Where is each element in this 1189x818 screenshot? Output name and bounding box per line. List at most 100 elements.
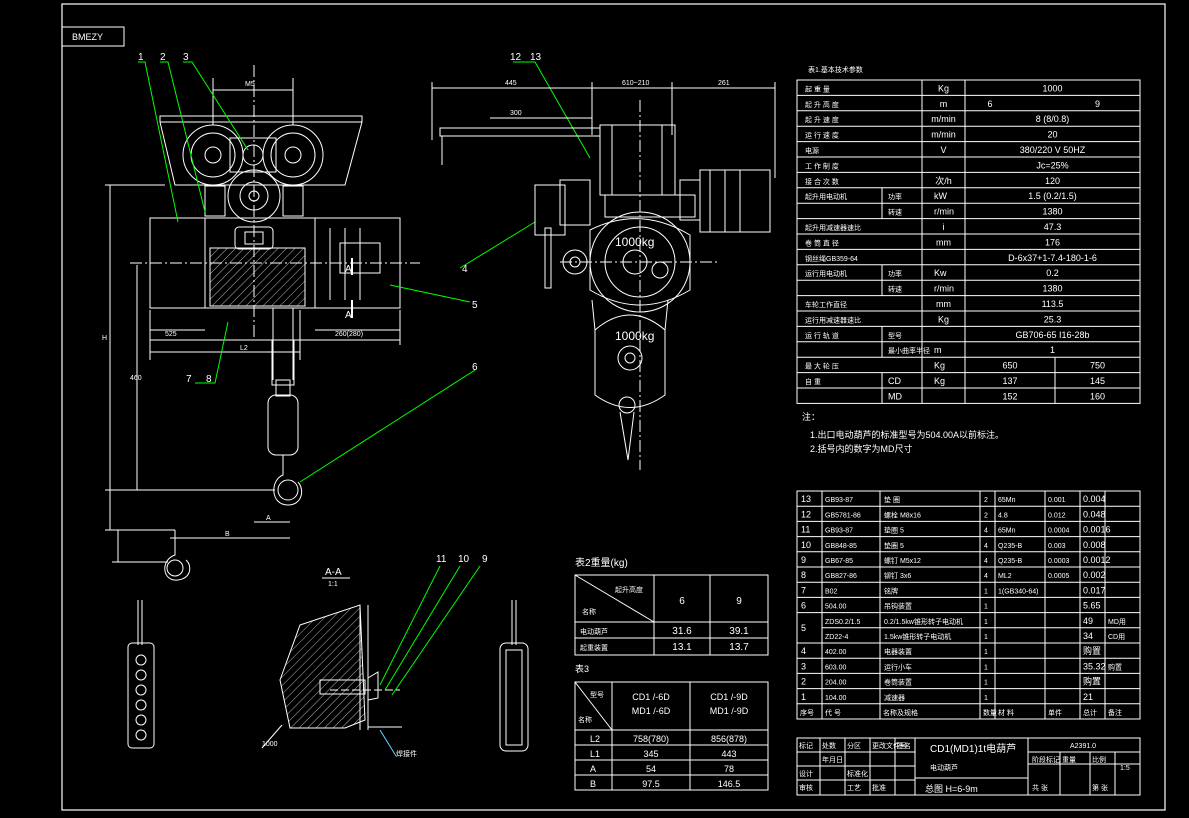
spec-value: 137 xyxy=(1002,376,1017,386)
parts-header: 单件 xyxy=(1048,708,1062,717)
part-number: 11 xyxy=(801,525,810,535)
spec-unit: m/min xyxy=(931,114,956,124)
part-name: 减速器 xyxy=(884,693,905,702)
side-label-1000kg-b: 1000kg xyxy=(615,329,654,343)
spec-unit: Kg xyxy=(934,361,945,371)
side-hook-block xyxy=(594,314,666,408)
weight-table-title: 表2重量(kg) xyxy=(575,556,628,569)
title-small-label: 第 张 xyxy=(1092,783,1108,792)
title-small-label: 比例 xyxy=(1092,755,1106,764)
title-small-label: 重量 xyxy=(1062,756,1076,764)
part-total-weight: 0.0012 xyxy=(1083,555,1111,565)
part-total-weight: 0.008 xyxy=(1083,540,1106,550)
title-small-label: 分区 xyxy=(847,741,861,750)
spec-unit: Kg xyxy=(938,83,949,93)
dim-top: M5 xyxy=(245,81,255,88)
title-small-label: 标准化 xyxy=(847,769,868,778)
spec-sub: 转速 xyxy=(888,208,902,217)
spec-unit: 次/h xyxy=(935,175,952,186)
dim-value: 78 xyxy=(724,764,734,774)
dim-row-label: A xyxy=(590,764,596,774)
dim-value: 146.5 xyxy=(718,779,741,789)
part-material: 65Mn xyxy=(998,528,1016,535)
part-material: ML2 xyxy=(998,573,1012,580)
spec-sub: 型号 xyxy=(888,331,902,340)
title-small-label: 更改文件号 xyxy=(872,741,907,750)
part-unit-weight: 0.0004 xyxy=(1048,528,1070,535)
callout-13: 13 xyxy=(530,52,542,63)
spec-value: 9 xyxy=(1095,99,1100,109)
spec-value: 380/220 V 50HZ xyxy=(1020,145,1086,155)
parts-header: 总计 xyxy=(1083,708,1097,717)
part-number: 9 xyxy=(801,555,806,565)
spec-sub: 功率 xyxy=(888,192,902,201)
part-qty: 1 xyxy=(984,695,988,702)
spec-value: 120 xyxy=(1045,176,1060,186)
spec-label: 起升用减速器速比 xyxy=(805,223,861,232)
part-name: 垫 圈 xyxy=(884,495,900,504)
callout-9: 9 xyxy=(482,554,488,565)
pendant-right xyxy=(499,642,529,752)
trolley-frame xyxy=(599,124,676,196)
spec-value: 1380 xyxy=(1042,284,1062,294)
part-qty: 1 xyxy=(984,634,988,641)
part-qty: 1 xyxy=(984,604,988,611)
spec-value: 145 xyxy=(1090,376,1105,386)
part-qty: 4 xyxy=(984,543,988,550)
dim-right: 260(280) xyxy=(335,331,363,338)
part-qty: 4 xyxy=(984,573,988,580)
callout-4: 4 xyxy=(462,264,468,275)
dim-col2: CD1 /-9D xyxy=(710,692,748,702)
title-product: 总图 H=6-9m xyxy=(925,783,978,794)
spec-unit: mm xyxy=(936,237,951,247)
part-material: 1(GB340-64) xyxy=(998,588,1038,595)
part-total-weight: 0.0016 xyxy=(1083,525,1111,535)
title-small-label: 签名 xyxy=(897,741,911,750)
title-small-label: 阶段标记 xyxy=(1032,755,1060,764)
part-name: 螺栓 M8x16 xyxy=(884,510,921,519)
part-number: 13 xyxy=(801,494,811,504)
spec-label: 起升用电动机 xyxy=(805,192,847,201)
spec-label: 最 大 轮 压 xyxy=(805,362,839,371)
weight-value: 31.6 xyxy=(672,626,692,637)
title-tag: BMEZY xyxy=(72,32,103,42)
note-2: 2.括号内的数字为MD尺寸 xyxy=(810,443,913,454)
part-name: 螺钉 M5x12 xyxy=(884,556,921,565)
side-view xyxy=(431,82,776,470)
weight-col: 9 xyxy=(736,596,742,607)
main-front-view xyxy=(105,65,420,581)
part-name: 铆钉 3x6 xyxy=(884,571,911,580)
part-unit-weight: 0.0003 xyxy=(1048,558,1070,565)
part-name: 卷筒装置 xyxy=(884,678,912,687)
spec-value: 750 xyxy=(1090,361,1105,371)
part-total-weight: 21 xyxy=(1083,692,1093,702)
part-code: 603.00 xyxy=(825,664,847,671)
part-number: 2 xyxy=(801,677,806,687)
parts-header: 名称及规格 xyxy=(883,708,918,717)
part-total-weight: 0.004 xyxy=(1083,494,1106,504)
part-name: 0.2/1.5kw锥形转子电动机 xyxy=(884,617,963,626)
dim-left: 525 xyxy=(165,331,177,338)
callout-6: 6 xyxy=(472,362,478,373)
spec-value: 47.3 xyxy=(1044,222,1062,232)
spec-label: 运 行 轨 道 xyxy=(805,331,839,340)
callout-3: 3 xyxy=(183,52,189,63)
side-dim-261: 261 xyxy=(718,80,730,87)
part-number: 3 xyxy=(801,661,806,671)
dim-col2: MD1 /-9D xyxy=(710,706,749,716)
hook-block xyxy=(267,394,299,456)
dim-table-title: 表3 xyxy=(575,663,589,674)
pendant-left xyxy=(127,642,155,749)
sheet-border xyxy=(61,3,1166,811)
spec-label: 卷 筒 直 径 xyxy=(805,238,839,247)
side-label-1000kg-a: 1000kg xyxy=(615,235,654,249)
part-number: 12 xyxy=(801,509,811,519)
leader-lines xyxy=(138,61,591,696)
trolley-wheel-right xyxy=(262,124,324,186)
spec-table-title: 表1.基本技术参数 xyxy=(808,65,863,74)
title-block: CD1(MD1)1t电葫芦电动葫芦总图 H=6-9mA2391.01:5标记处数… xyxy=(796,737,1141,796)
dim-value: 758(780) xyxy=(633,734,669,744)
callout-8: 8 xyxy=(206,374,212,385)
